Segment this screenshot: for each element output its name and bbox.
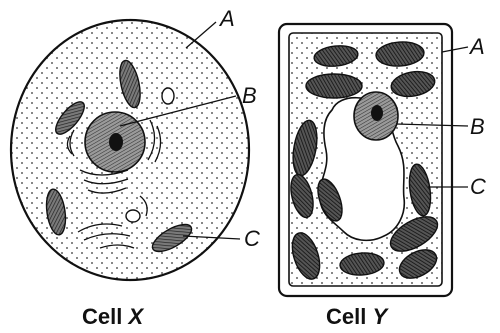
cell-y-chloroplast (306, 74, 362, 98)
cell-x-vacuole (126, 210, 140, 222)
cell-x-leader-a (186, 22, 216, 48)
cell-x-caption: Cell X (82, 304, 144, 329)
cell-y-nucleolus (371, 105, 383, 121)
cell-y: A B C Cell Y (279, 24, 486, 329)
cell-x-nucleolus (109, 133, 123, 151)
cell-x-vacuole (162, 88, 174, 104)
cell-x-label-b: B (242, 83, 257, 108)
cell-y-label-b: B (470, 114, 485, 139)
cell-x: A B C Cell X (11, 6, 260, 329)
cell-y-caption: Cell Y (326, 304, 389, 329)
cell-y-label-a: A (468, 34, 485, 59)
cell-y-label-c: C (470, 174, 486, 199)
cell-x-label-a: A (218, 6, 235, 31)
cell-x-nucleus (85, 112, 145, 172)
cell-y-nucleus (354, 92, 398, 140)
cell-x-label-c: C (244, 226, 260, 251)
